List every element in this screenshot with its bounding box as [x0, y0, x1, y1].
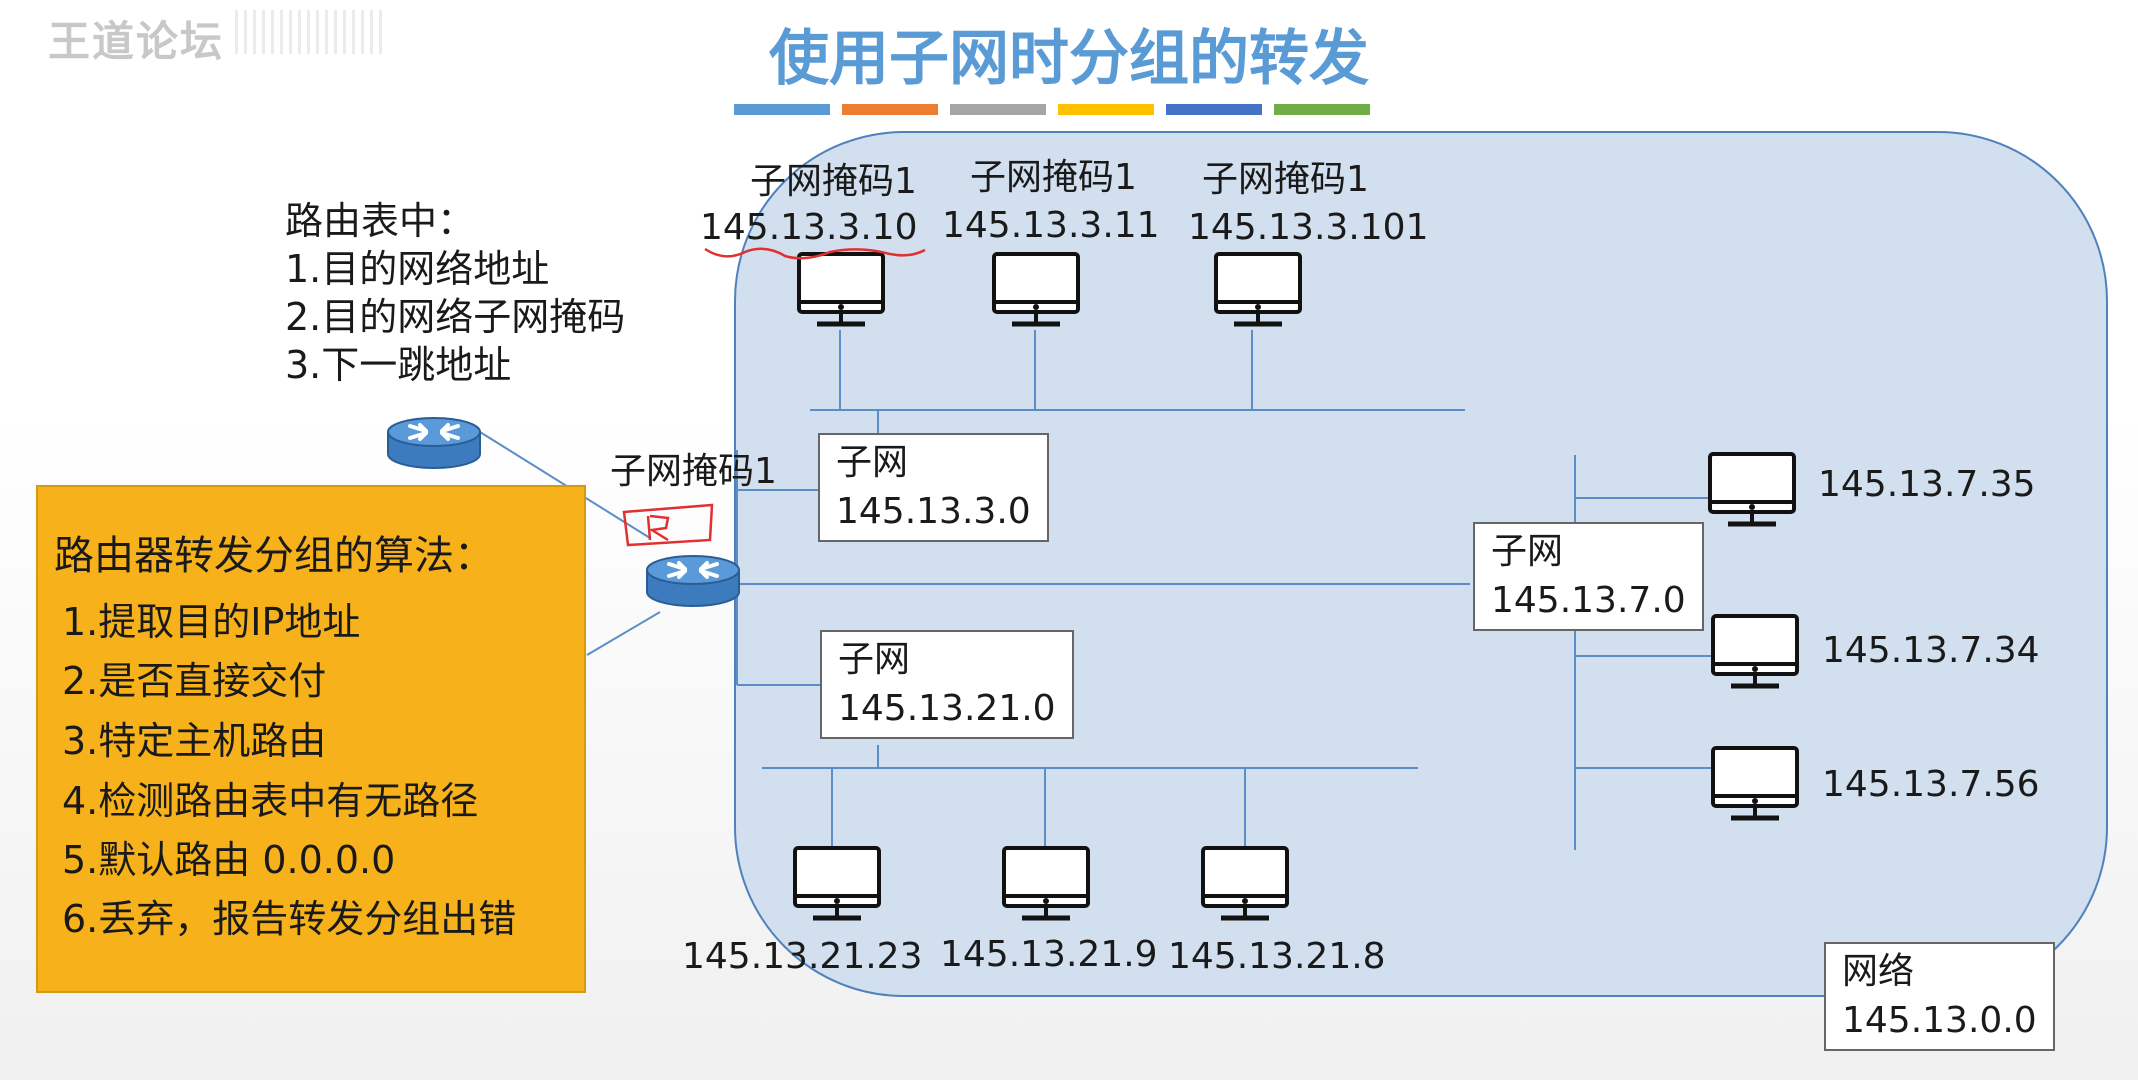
- router-icon-main: [645, 554, 741, 608]
- host-ip-label: 145.13.21.8: [1168, 936, 1386, 977]
- host-ip-label: 145.13.7.35: [1818, 464, 2036, 505]
- router-icon-upper: [386, 416, 482, 470]
- title-underline-segment-1: [734, 104, 830, 115]
- host-mask-label: 子网掩码1: [970, 157, 1137, 198]
- title-underline-segment-5: [1166, 104, 1262, 115]
- algorithm-step: 1.提取目的IP地址: [62, 600, 361, 644]
- algorithm-step: 6.丢弃，报告转发分组出错: [62, 897, 517, 941]
- routing-table-info: 路由表中： 1.目的网络地址 2.目的网络子网掩码 3.下一跳地址: [285, 198, 625, 390]
- subnet-label: 子网: [836, 442, 909, 483]
- red-mask-scribble: [622, 503, 714, 547]
- router-mask-label: 子网掩码1: [610, 451, 777, 492]
- host-ip-label: 145.13.7.34: [1822, 630, 2040, 671]
- network-box-145-13-0-0: 网络 145.13.0.0: [1824, 942, 2055, 1052]
- algorithm-title: 路由器转发分组的算法：: [54, 533, 494, 579]
- computer-icon-host-21-23: [795, 848, 879, 918]
- computer-icon-host-7-56: [1713, 748, 1797, 818]
- algorithm-step: 3.特定主机路由: [62, 719, 327, 763]
- subnet-address: 145.13.21.0: [838, 687, 1056, 729]
- host-ip-label: 145.13.3.101: [1188, 207, 1429, 248]
- watermark-logo: 王道论坛: [48, 17, 225, 66]
- algorithm-step: 5.默认路由 0.0.0.0: [62, 838, 396, 882]
- page-title: 使用子网时分组的转发: [769, 24, 1369, 94]
- subnet-label: 子网: [1491, 531, 1564, 572]
- subnet-address: 145.13.3.0: [836, 490, 1031, 532]
- host-mask-label: 子网掩码1: [1202, 159, 1369, 200]
- computer-icon-host-3-11: [994, 254, 1078, 324]
- subnet-box-145-13-21-0: 子网 145.13.21.0: [820, 630, 1074, 740]
- subnet-box-145-13-7-0: 子网 145.13.7.0: [1473, 522, 1704, 632]
- routing-table-heading: 路由表中：: [285, 199, 476, 243]
- host-mask-label: 子网掩码1: [750, 161, 917, 202]
- routing-table-item: 3.下一跳地址: [285, 342, 512, 387]
- routing-table-item: 1.目的网络地址: [285, 246, 550, 291]
- network-label: 网络: [1842, 951, 1915, 992]
- computer-icon-host-7-35: [1710, 454, 1794, 524]
- host-ip-label: 145.13.3.11: [942, 205, 1160, 246]
- computer-icon-host-21-9: [1004, 848, 1088, 918]
- computer-icon-host-21-8: [1203, 848, 1287, 918]
- subnet-label: 子网: [838, 639, 911, 680]
- routing-table-item: 2.目的网络子网掩码: [285, 294, 626, 339]
- title-underline-segment-2: [842, 104, 938, 115]
- network-region: [734, 131, 2108, 997]
- forwarding-algorithm-box: 路由器转发分组的算法： 1.提取目的IP地址 2.是否直接交付 3.特定主机路由…: [36, 485, 586, 993]
- red-underline-scribble: [704, 247, 926, 260]
- computer-icon-host-3-10: [799, 254, 883, 324]
- algorithm-step: 2.是否直接交付: [62, 659, 327, 703]
- host-ip-label: 145.13.21.23: [682, 936, 923, 977]
- network-address: 145.13.0.0: [1842, 999, 2037, 1041]
- link-lines: [479, 330, 1712, 850]
- subnet-address: 145.13.7.0: [1491, 579, 1686, 621]
- subnet-box-145-13-3-0: 子网 145.13.3.0: [818, 433, 1049, 543]
- computer-icon-host-7-34: [1713, 616, 1797, 686]
- title-underline-segment-6: [1274, 104, 1370, 115]
- title-underline-segment-4: [1058, 104, 1154, 115]
- host-ip-label: 145.13.21.9: [940, 934, 1158, 975]
- algorithm-step: 4.检测路由表中有无路径: [62, 779, 479, 823]
- host-ip-label: 145.13.3.10: [700, 207, 918, 248]
- watermark-decoration: [235, 10, 385, 54]
- host-ip-label: 145.13.7.56: [1822, 764, 2040, 805]
- computer-icon-host-3-101: [1216, 254, 1300, 324]
- title-underline-segment-3: [950, 104, 1046, 115]
- link-algo-to-router: [586, 611, 661, 656]
